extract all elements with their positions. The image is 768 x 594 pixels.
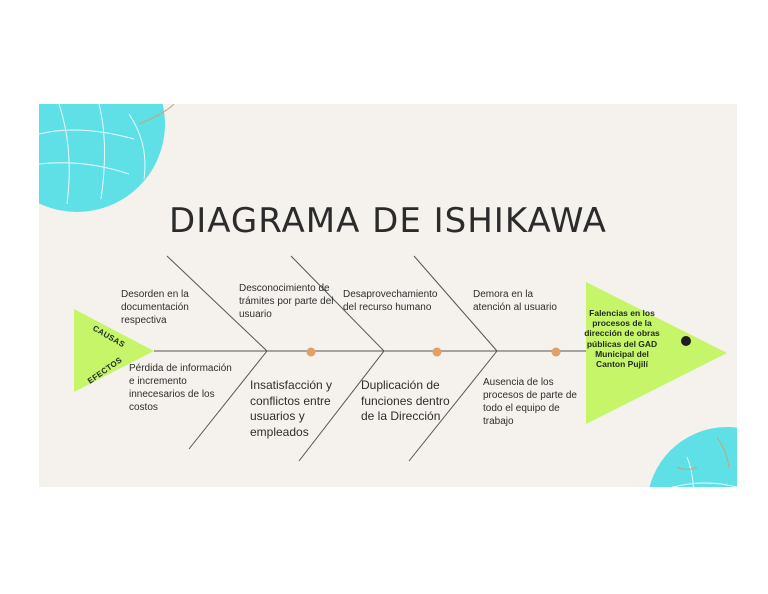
fishbone-diagram: [74, 255, 727, 462]
cause-bone-2: [290, 255, 385, 352]
cause-bone-1: [166, 255, 268, 352]
effect-label-4: Ausencia de los procesos de parte de tod…: [483, 377, 577, 427]
cause-label-4: Demora en la atención al usuario: [473, 289, 557, 313]
head-dot: [681, 336, 691, 346]
cause-bone-3: [413, 255, 498, 352]
problem-statement: Falencias en los procesos de la direcció…: [584, 308, 660, 369]
head-triangle: [586, 282, 727, 424]
effect-bone-3: [408, 350, 498, 462]
spine-node: [432, 347, 442, 357]
effect-bone-1: [188, 350, 268, 450]
page-title: DIAGRAMA DE ISHIKAWA: [169, 200, 607, 241]
cause-label-3: Desaprovechamiento del recurso humano: [343, 289, 438, 313]
tail-triangle: [74, 309, 154, 392]
effect-bone-2: [298, 350, 385, 462]
effect-label-1: Pérdida de información e incremento inne…: [129, 363, 232, 413]
cause-label-2: Desconocimiento de trámites por parte de…: [239, 283, 334, 320]
slide: DIAGRAMA DE ISHIKAWA CAUSAS EFECTOS Deso…: [39, 104, 737, 487]
effect-label-3: Duplicación de funciones dentro de la Di…: [361, 378, 450, 424]
spine-node: [551, 347, 561, 357]
spine-node: [306, 347, 316, 357]
effect-label-2: Insatisfacción y conflictos entre usuari…: [250, 378, 333, 439]
globe-decoration-top-left: [39, 104, 175, 212]
cause-label-1: Desorden en la documentación respectiva: [121, 289, 189, 326]
globe-decoration-bottom-right: [649, 427, 737, 487]
